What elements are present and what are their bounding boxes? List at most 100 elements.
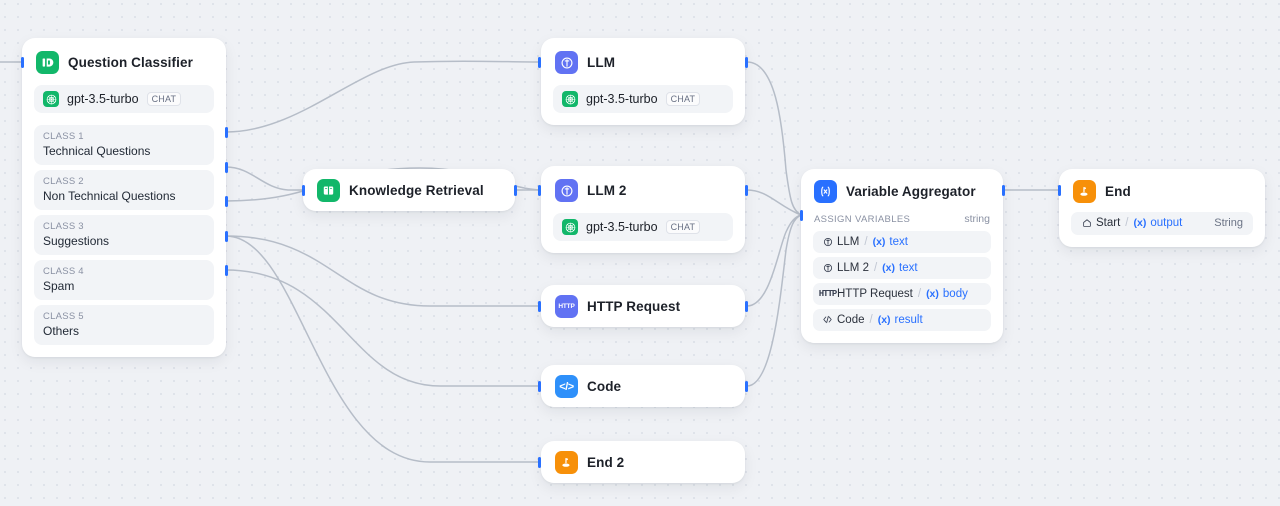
variable-prefix: (x) (1133, 217, 1147, 229)
node-header: End (1059, 169, 1265, 212)
edge-http-to-aggregator (746, 214, 802, 307)
assign-variables-label: ASSIGN VARIABLES (814, 214, 911, 225)
variable-separator: / (869, 313, 873, 326)
class-item[interactable]: CLASS 5 Others (34, 305, 214, 345)
http-icon-glyph: HTTP (818, 288, 838, 299)
llm-icon (555, 179, 578, 202)
variable-source: LLM 2 (837, 261, 869, 274)
openai-icon (43, 91, 59, 107)
model-tag: CHAT (665, 219, 701, 235)
http-icon: HTTP (819, 288, 838, 299)
node-title: End 2 (587, 455, 625, 470)
node-title: LLM 2 (587, 183, 627, 198)
handle-llm2-output[interactable] (745, 185, 748, 196)
model-row[interactable]: gpt-3.5-turbo CHAT (553, 213, 733, 241)
handle-classifier-input[interactable] (21, 57, 24, 68)
edge-llm2-to-aggregator (746, 189, 802, 216)
class-item[interactable]: CLASS 2 Non Technical Questions (34, 170, 214, 210)
http-icon-text: HTTP (558, 303, 575, 310)
edge-class5-to-code (225, 269, 540, 387)
node-llm-2[interactable]: LLM 2 gpt-3.5-turbo CHAT (541, 166, 745, 253)
handle-classifier-class1[interactable] (225, 127, 228, 138)
node-model-section: gpt-3.5-turbo CHAT (22, 85, 226, 125)
handle-classifier-class2[interactable] (225, 162, 228, 173)
class-value: Others (43, 324, 80, 338)
node-llm[interactable]: LLM gpt-3.5-turbo CHAT (541, 38, 745, 125)
variable-field: result (894, 313, 923, 326)
handle-http-output[interactable] (745, 301, 748, 312)
end-icon (555, 451, 578, 474)
node-knowledge-retrieval[interactable]: Knowledge Retrieval (303, 169, 515, 211)
handle-code-input[interactable] (538, 381, 541, 392)
node-title: End (1105, 184, 1131, 199)
variable-field: text (899, 261, 918, 274)
model-tag: CHAT (665, 91, 701, 107)
model-name: gpt-3.5-turbo (586, 220, 658, 234)
node-title: LLM (587, 55, 616, 70)
class-item[interactable]: CLASS 1 Technical Questions (34, 125, 214, 165)
class-label: CLASS 2 (43, 176, 84, 187)
class-item[interactable]: CLASS 4 Spam (34, 260, 214, 300)
end-output-row[interactable]: Start / (x) output String (1071, 212, 1253, 235)
handle-knowledge-input[interactable] (302, 185, 305, 196)
node-end[interactable]: End Start / (x) output String (1059, 169, 1265, 247)
node-title: HTTP Request (587, 299, 681, 314)
variable-row[interactable]: LLM / (x) text (813, 231, 991, 253)
node-question-classifier[interactable]: Question Classifier gpt-3.5-turbo CHAT C… (22, 38, 226, 357)
handle-aggregator-input[interactable] (800, 210, 803, 221)
aggregator-section-header: ASSIGN VARIABLES string (801, 211, 1003, 231)
node-title: Question Classifier (68, 55, 193, 70)
variable-row[interactable]: LLM 2 / (x) text (813, 257, 991, 279)
handle-end-input[interactable] (1058, 185, 1061, 196)
node-code[interactable]: </> Code (541, 365, 745, 407)
node-variable-aggregator[interactable]: Variable Aggregator ASSIGN VARIABLES str… (801, 169, 1003, 343)
variable-row[interactable]: HTTP HTTP Request / (x) body (813, 283, 991, 305)
handle-llm-output[interactable] (745, 57, 748, 68)
class-value: Technical Questions (43, 144, 151, 158)
variable-separator: / (864, 235, 868, 248)
end-output-type: String (1214, 217, 1243, 229)
handle-classifier-class3[interactable] (225, 196, 228, 207)
handle-code-output[interactable] (745, 381, 748, 392)
node-title: Variable Aggregator (846, 184, 976, 199)
llm-icon (555, 51, 578, 74)
variable-prefix: (x) (882, 261, 896, 274)
model-row[interactable]: gpt-3.5-turbo CHAT (553, 85, 733, 113)
code-icon-text: </> (559, 380, 574, 393)
model-row[interactable]: gpt-3.5-turbo CHAT (34, 85, 214, 113)
handle-classifier-class4[interactable] (225, 231, 228, 242)
variable-field: body (942, 287, 968, 300)
variable-row[interactable]: Code / (x) result (813, 309, 991, 331)
node-http-request[interactable]: HTTP HTTP Request (541, 285, 745, 327)
edge-class2-to-knowledge (225, 166, 304, 191)
code-icon: </> (555, 375, 578, 398)
node-header: LLM 2 (541, 166, 745, 213)
handle-http-input[interactable] (538, 301, 541, 312)
variable-separator: / (917, 287, 922, 300)
handle-knowledge-output[interactable] (514, 185, 517, 196)
handle-llm-input[interactable] (538, 57, 541, 68)
node-header: Knowledge Retrieval (303, 169, 515, 212)
node-end-2[interactable]: End 2 (541, 441, 745, 483)
class-label: CLASS 4 (43, 266, 84, 277)
variable-separator: / (1125, 217, 1129, 229)
handle-aggregator-output[interactable] (1002, 185, 1005, 196)
code-icon (822, 314, 833, 325)
classifier-class-list: CLASS 1 Technical Questions CLASS 2 Non … (22, 125, 226, 357)
node-title: Code (587, 379, 622, 394)
openai-icon (562, 91, 578, 107)
handle-llm2-input[interactable] (538, 185, 541, 196)
handle-end2-input[interactable] (538, 457, 541, 468)
variable-prefix: (x) (872, 235, 886, 248)
end-output-field: output (1150, 217, 1183, 229)
variable-source: Code (837, 313, 865, 326)
node-title: Knowledge Retrieval (349, 183, 484, 198)
node-output-section: Start / (x) output String (1059, 212, 1265, 247)
node-header: Variable Aggregator (801, 169, 1003, 211)
output-type-label: string (964, 213, 990, 225)
home-icon (1081, 218, 1092, 229)
class-item[interactable]: CLASS 3 Suggestions (34, 215, 214, 255)
handle-classifier-class5[interactable] (225, 265, 228, 276)
class-value: Non Technical Questions (43, 189, 176, 203)
